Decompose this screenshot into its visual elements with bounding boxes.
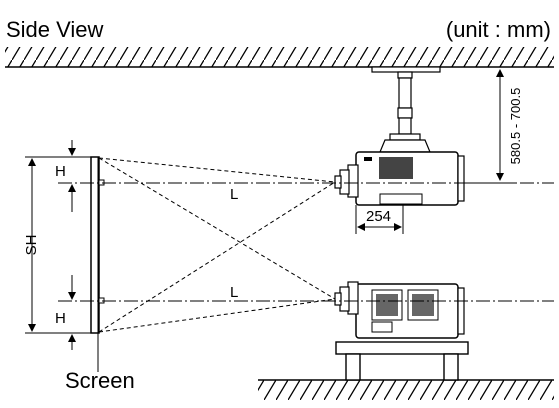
screen xyxy=(90,156,105,372)
dimension-mount-range xyxy=(458,69,515,184)
offset-top-label: H xyxy=(55,163,66,180)
dimension-sh xyxy=(25,156,91,334)
projector-bottom xyxy=(334,281,465,339)
projection-beams xyxy=(98,157,336,333)
projection-line-top-label: L xyxy=(230,186,238,203)
screen-height-label: SH xyxy=(23,235,40,256)
page-title: Side View xyxy=(6,17,104,42)
offset-bottom-label: H xyxy=(55,310,66,327)
ceiling-mount xyxy=(371,66,441,153)
unit-label: (unit : mm) xyxy=(445,17,551,42)
screen-label: Screen xyxy=(65,368,135,393)
projector-top xyxy=(334,151,465,206)
lens-offset-label: 254 xyxy=(366,208,391,225)
table xyxy=(335,341,469,381)
projection-line-bottom-label: L xyxy=(230,284,238,301)
dimension-lens-offset xyxy=(355,205,404,234)
mount-range-label: 580.5 - 700.5 xyxy=(508,88,523,165)
floor xyxy=(258,379,554,400)
ceiling xyxy=(5,47,554,68)
